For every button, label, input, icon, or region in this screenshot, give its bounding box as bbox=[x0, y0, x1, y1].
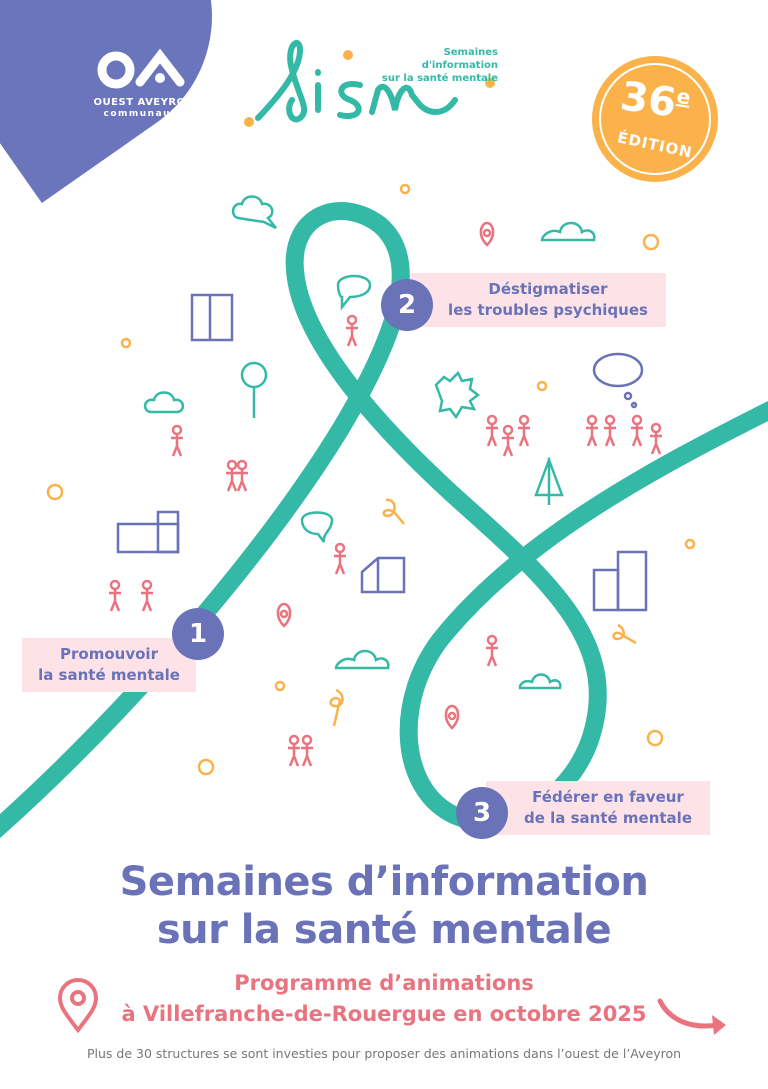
location-pin-icon bbox=[57, 978, 99, 1034]
sism-tagline: Semaines d'information sur la santé ment… bbox=[372, 46, 498, 85]
partner-logo-icon bbox=[97, 48, 185, 89]
step-2-number: 2 bbox=[381, 279, 433, 331]
illustration bbox=[0, 40, 768, 839]
building-icons bbox=[116, 293, 648, 612]
person-icons bbox=[107, 221, 664, 768]
partner-logo-name: OUEST AVEYRON bbox=[93, 97, 195, 108]
arrow-icon bbox=[657, 998, 726, 1035]
footer-text: Plus de 30 structures se sont investies … bbox=[86, 1046, 682, 1061]
partner-logo-subtitle: communauté bbox=[103, 109, 185, 119]
sism-tagline-line1: Semaines d'information bbox=[421, 47, 498, 71]
ribbon bbox=[0, 202, 768, 839]
dot-icon bbox=[244, 117, 254, 127]
edition-badge: 36e ÉDITION bbox=[592, 56, 718, 182]
sism-wordmark-icon bbox=[255, 40, 458, 123]
sism-tagline-line2: sur la santé mentale bbox=[381, 73, 498, 84]
circle-decorations bbox=[46, 183, 696, 776]
step-3-number: 3 bbox=[456, 787, 508, 839]
squiggle-icons bbox=[329, 498, 637, 727]
dot-icon bbox=[343, 50, 353, 60]
step-1-number: 1 bbox=[172, 608, 224, 660]
cloud-icons bbox=[143, 195, 596, 690]
dot-icon bbox=[485, 78, 495, 88]
